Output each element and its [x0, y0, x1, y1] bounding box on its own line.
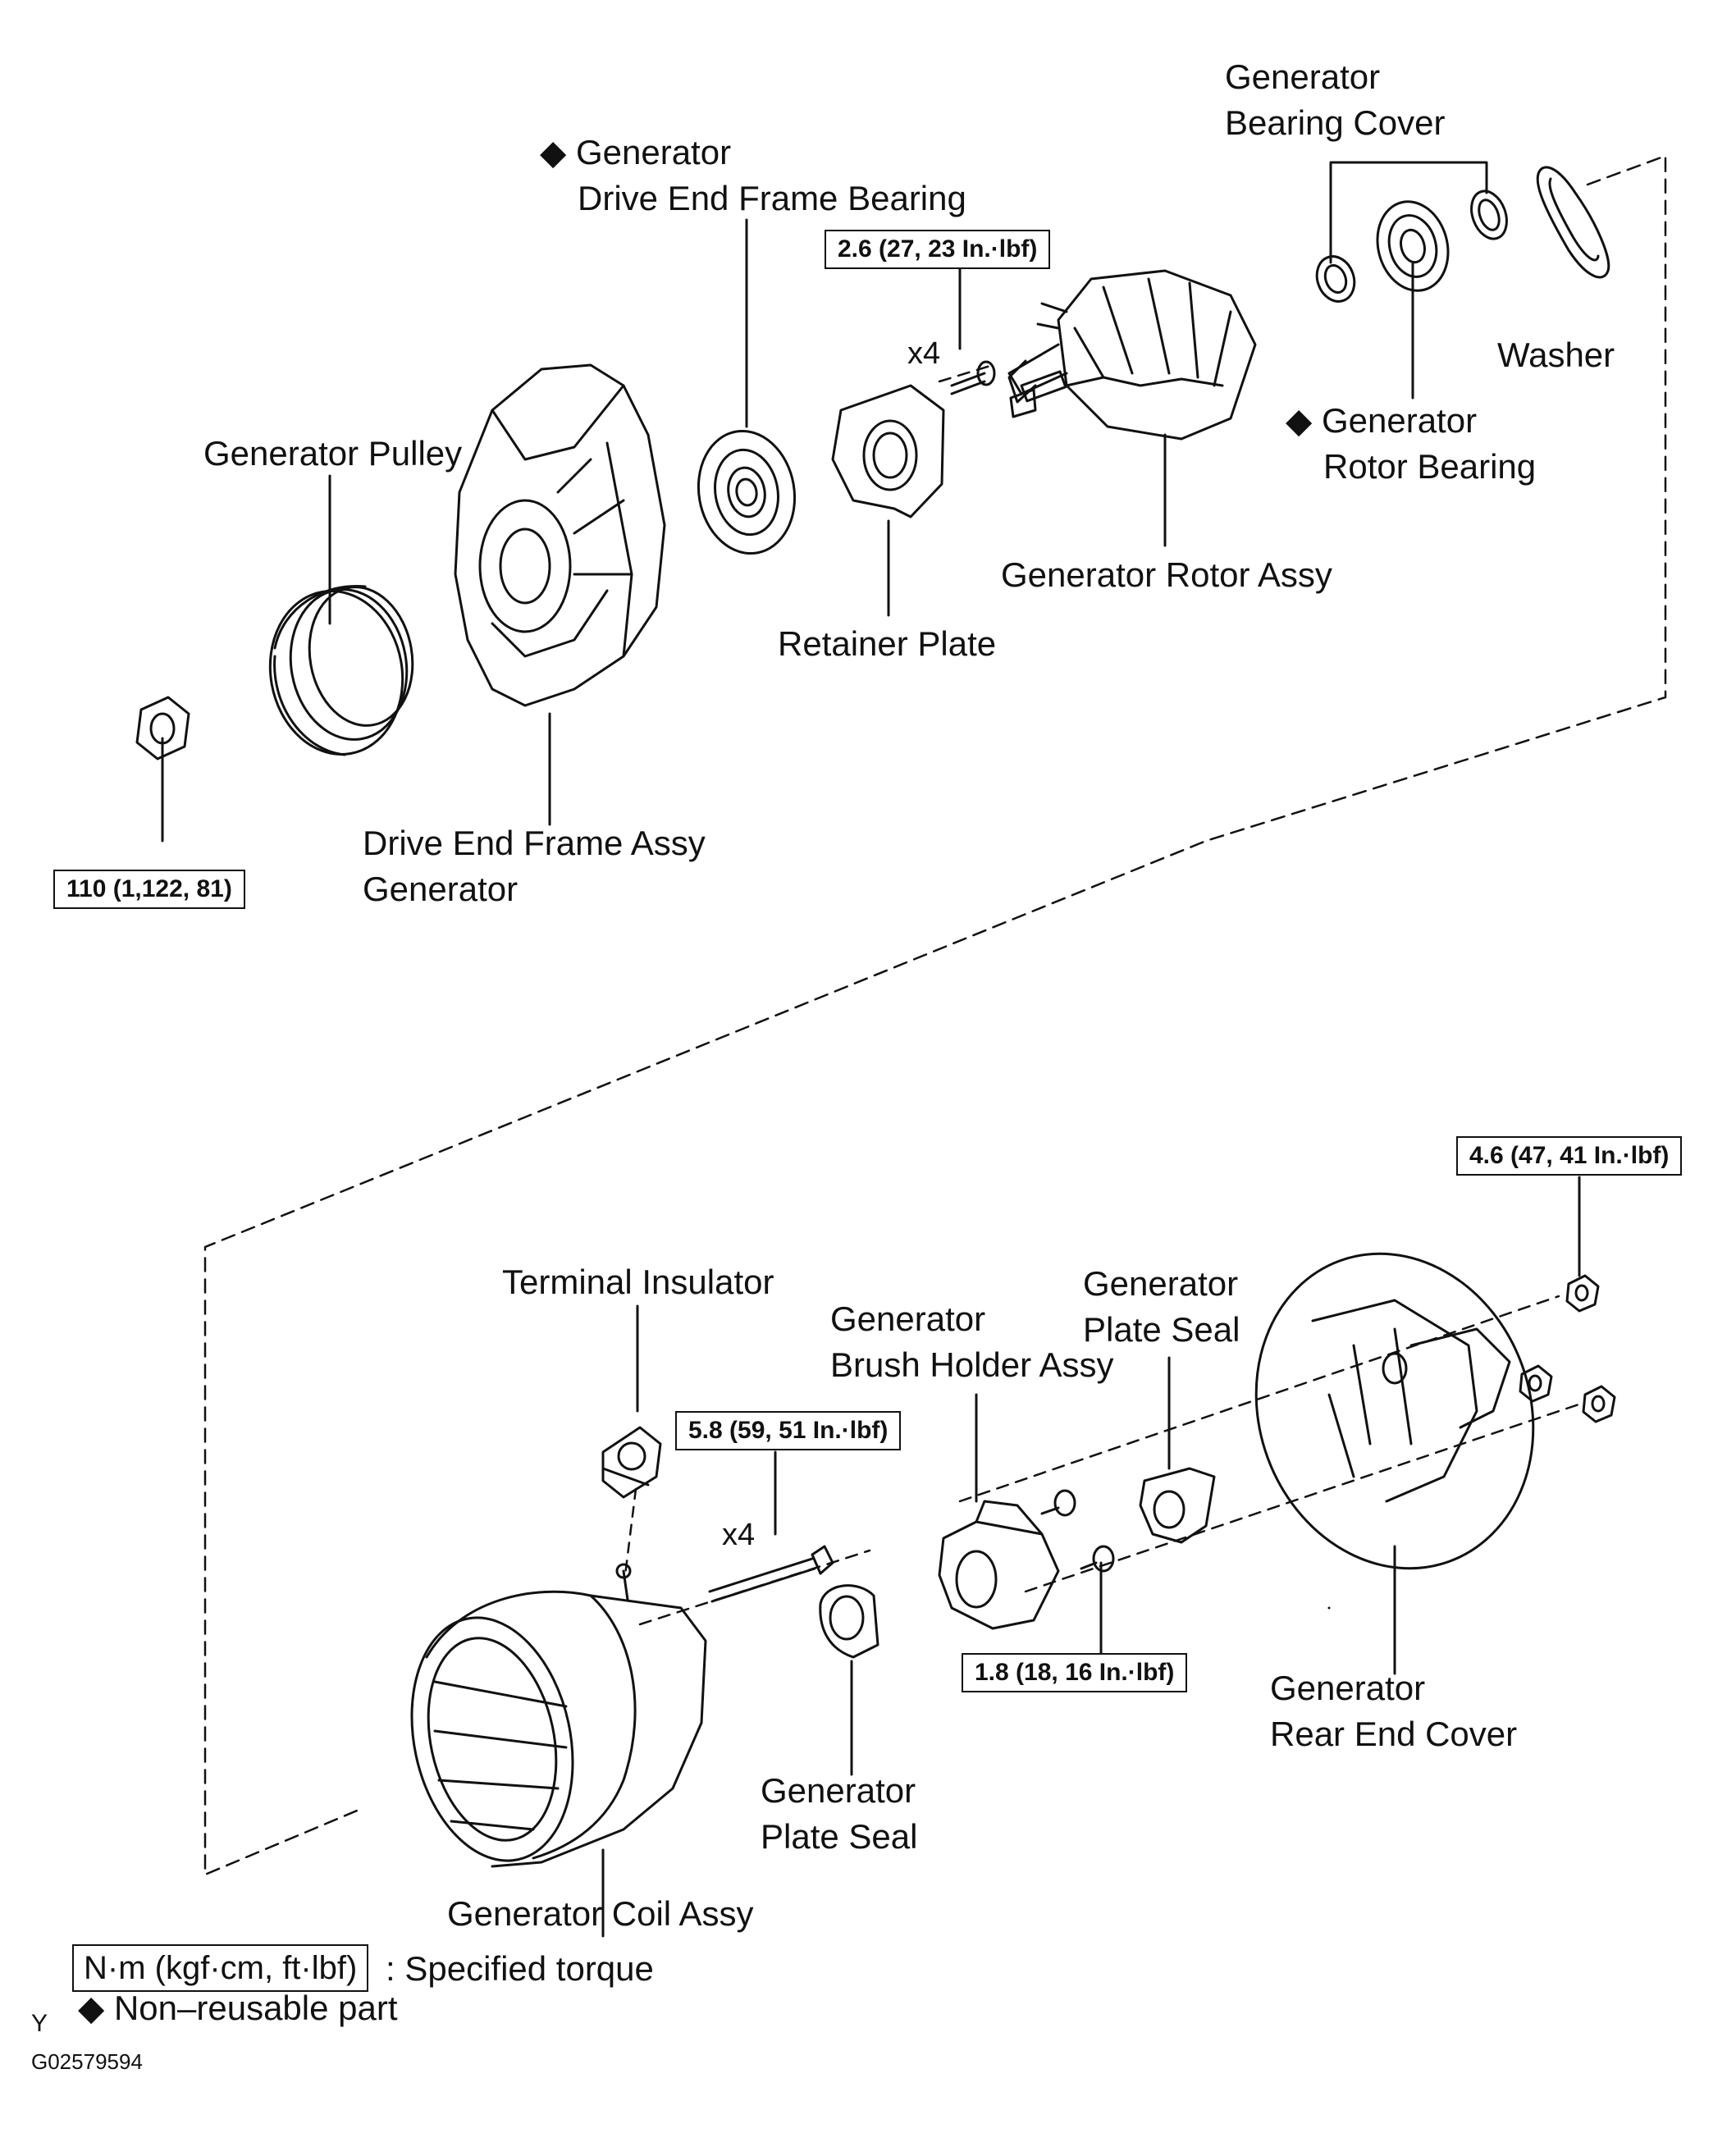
label-line: ◆ Generator [540, 133, 732, 171]
rear-end-cover [1254, 1252, 1535, 1570]
bearing-cover-ring-left [1315, 255, 1356, 303]
generator-pulley [268, 584, 414, 756]
axis-line-lower-3 [958, 1295, 1560, 1503]
label-coil-assy: Generator Coil Assy [447, 1894, 754, 1933]
label-retainer-plate: Retainer Plate [778, 624, 997, 663]
rear-nut-3 [1582, 1385, 1616, 1423]
brush-screw-upper [1040, 1489, 1076, 1517]
rotor-assy [1007, 269, 1257, 441]
plate-seal-upper [1139, 1467, 1216, 1544]
torque-rear-cover-nuts: 4.6 (47, 41 In.·lbf) [1456, 1136, 1683, 1176]
label-plate-seal-upper: Generator Plate Seal [1083, 1261, 1240, 1353]
label-line: Brush Holder Assy [830, 1345, 1114, 1384]
label-line: Rear End Cover [1270, 1715, 1518, 1753]
legend-nonreusable: ◆ Non–reusable part [78, 1989, 398, 2027]
label-line: Drive End Frame Assy [363, 824, 706, 862]
label-line: Generator [1083, 1264, 1239, 1303]
rear-nut-2 [1519, 1364, 1553, 1403]
label-line: Generator [1225, 57, 1381, 96]
generator-coil-assy [410, 1563, 707, 1868]
label-rear-end-cover: Generator Rear End Cover [1270, 1665, 1517, 1757]
label-bearing-cover: Generator Bearing Cover [1225, 54, 1445, 146]
label-line: Bearing Cover [1225, 103, 1446, 142]
label-drive-end-bearing: ◆ Generator Drive End Frame Bearing [540, 130, 966, 222]
plate-seal-lower [819, 1584, 879, 1659]
pulley-nut [135, 696, 190, 760]
torque-coil-bolts: 5.8 (59, 51 In.·lbf) [675, 1411, 902, 1450]
label-line: Plate Seal [1083, 1310, 1240, 1349]
drive-end-frame [454, 363, 666, 707]
label-line: ◆ Generator [1286, 401, 1478, 440]
figure-id: G02579594 [31, 2049, 143, 2074]
label-line: Generator [1270, 1669, 1426, 1707]
label-rotor-assy: Generator Rotor Assy [1001, 555, 1332, 594]
label-drive-end-frame: Drive End Frame Assy Generator [363, 820, 706, 912]
axis-line-upper [938, 363, 994, 383]
rear-nut-1 [1565, 1274, 1600, 1313]
label-terminal-insulator: Terminal Insulator [502, 1263, 774, 1301]
rotor-screw [950, 360, 996, 395]
drive-end-bearing [697, 429, 797, 555]
legend-torque-box: N·m (kgf·cm, ft·lbf) [72, 1944, 369, 1992]
qty-rotor-screws: x4 [907, 336, 941, 371]
leader-bearing-cover-bracket [1329, 161, 1488, 264]
rotor-bearing [1376, 200, 1450, 292]
label-line: Rotor Bearing [1323, 447, 1537, 486]
terminal-dashed-line [624, 1487, 637, 1577]
label-line: Generator [761, 1771, 916, 1810]
brush-holder [938, 1500, 1060, 1630]
washer [1536, 166, 1610, 279]
label-plate-seal-lower: Generator Plate Seal [761, 1768, 917, 1860]
label-line: Plate Seal [761, 1817, 918, 1856]
bearing-cover-ring-right [1470, 190, 1508, 240]
label-generator-pulley: Generator Pulley [203, 434, 463, 473]
brush-screw-lower [1080, 1545, 1115, 1573]
label-washer: Washer [1497, 336, 1615, 374]
torque-pulley-nut: 110 (1,122, 81) [53, 870, 245, 909]
axis-line-lower-2 [1024, 1401, 1585, 1593]
label-line: Generator [363, 870, 519, 908]
torque-brush-screws: 1.8 (18, 16 In.·lbf) [962, 1653, 1188, 1692]
label-rotor-bearing: ◆ Generator Rotor Bearing [1286, 398, 1536, 490]
terminal-insulator [601, 1426, 662, 1499]
retainer-plate [831, 384, 945, 518]
legend-torque-text: : Specified torque [386, 1949, 654, 1988]
torque-rotor-screws: 2.6 (27, 23 In.·lbf) [825, 230, 1051, 269]
label-line: Generator [830, 1299, 986, 1338]
qty-coil-bolts: x4 [722, 1518, 756, 1552]
corner-mark: Y [31, 2010, 48, 2037]
label-brush-holder: Generator Brush Holder Assy [830, 1296, 1113, 1388]
label-line: Drive End Frame Bearing [578, 179, 966, 217]
coil-bolt [708, 1545, 834, 1603]
